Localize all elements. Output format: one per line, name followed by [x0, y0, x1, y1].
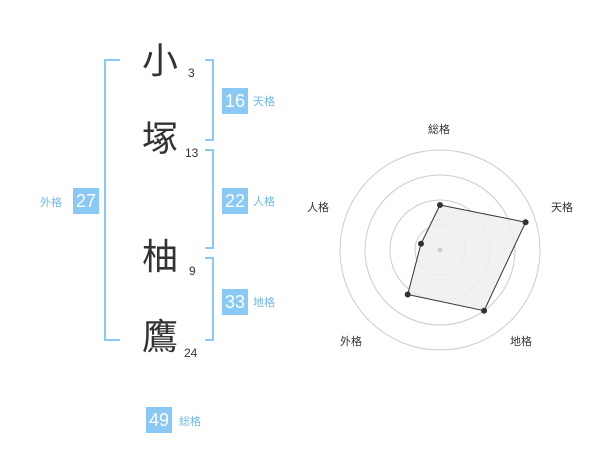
name-char-1: 小 [142, 41, 179, 82]
jinkaku-label: 人格 [253, 195, 275, 208]
name-char-2: 塚 [142, 119, 179, 160]
gaikaku-label: 外格 [40, 196, 62, 209]
radar-label-soukaku: 総格 [428, 123, 450, 136]
tenkaku-label: 天格 [253, 95, 275, 108]
stroke-count-3: 9 [189, 264, 196, 278]
radar-center [437, 247, 443, 253]
tenkaku-badge: 16 [222, 88, 248, 114]
name-char-3: 柚 [142, 237, 179, 278]
radar-label-chikaku: 地格 [510, 335, 532, 348]
radar-point-0 [437, 202, 443, 208]
radar-ring [364, 174, 516, 326]
radar-polygon [407, 204, 527, 312]
jinkaku-badge: 22 [222, 188, 248, 214]
radar-point-3 [404, 291, 411, 298]
chikaku-label: 地格 [253, 296, 275, 309]
radar-ring [339, 149, 541, 351]
soukaku-label: 総格 [179, 415, 201, 428]
soukaku-badge: 49 [146, 407, 172, 433]
radar-point-1 [522, 219, 529, 226]
stroke-count-1: 3 [188, 66, 195, 80]
stroke-count-2: 13 [185, 146, 199, 160]
radar-label-jinkaku: 人格 [307, 201, 329, 214]
chikaku-badge: 33 [222, 289, 248, 315]
gaikaku-badge: 27 [73, 188, 99, 214]
stroke-count-4: 24 [184, 346, 198, 360]
name-char-4: 鷹 [142, 317, 179, 358]
radar-label-gaikaku: 外格 [340, 335, 362, 348]
radar-label-tenkaku: 天格 [551, 201, 573, 214]
radar-point-4 [418, 240, 424, 247]
radar-point-2 [481, 307, 488, 314]
